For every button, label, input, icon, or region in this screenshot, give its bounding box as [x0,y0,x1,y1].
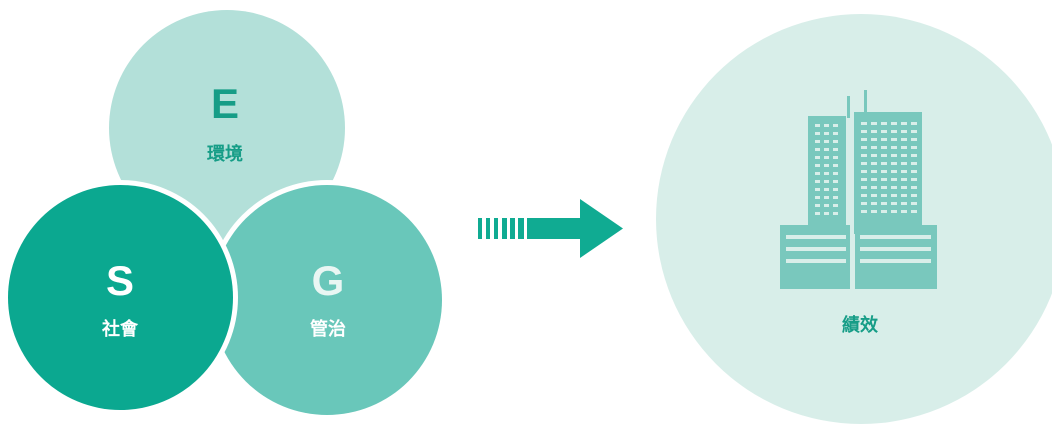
social-circle [8,185,233,410]
esg-performance-diagram: E 環境 S 社會 G 管治 [8,10,1052,424]
social-letter: S [105,257,134,304]
social-label: 社會 [102,319,138,340]
governance-letter: G [311,257,345,304]
governance-label: 管治 [310,319,346,340]
office-building-icon [780,90,937,290]
environment-label: 環境 [207,144,243,165]
right-arrow-icon [478,199,623,258]
environment-letter: E [210,80,239,127]
performance-label: 績效 [842,315,878,336]
governance-circle [212,185,442,415]
